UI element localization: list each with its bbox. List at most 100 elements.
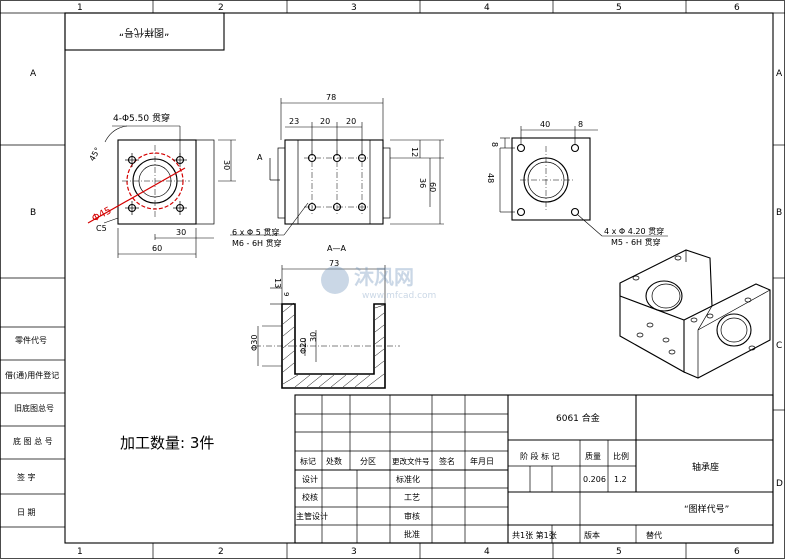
zone-top-5: 5	[616, 3, 622, 13]
role-check: 校核	[302, 492, 318, 502]
version-label: 版本	[584, 530, 600, 540]
section-dim-30: 30	[309, 332, 318, 342]
left-zone-strip: A B	[0, 69, 65, 279]
right-dim-48: 48	[486, 173, 495, 183]
left-record-strip: 零件代号 借(通)用件登记 旧底图总号 底 图 总 号 签 字 日 期	[0, 326, 65, 528]
stage-mark-header: 阶 段 标 记	[520, 451, 560, 461]
side-dim-23: 23	[289, 117, 299, 126]
zone-top-2: 2	[218, 3, 224, 13]
right-dim-8b: 8	[490, 142, 499, 147]
zone-bottom-2: 2	[218, 547, 224, 557]
rev-header-count: 处数	[326, 456, 342, 466]
strip-old-master-no: 旧底图总号	[14, 403, 54, 413]
right-hole-callout-1: 4 x Φ 4.20 贯穿	[604, 226, 664, 236]
strip-part-code: 零件代号	[15, 335, 47, 345]
front-dim-30-bottom: 30	[176, 228, 186, 237]
std-approve: 批准	[404, 529, 420, 539]
section-dim-73: 73	[329, 259, 339, 268]
right-view: 40 8 8 48 4 x Φ 4.20 贯穿 M5 - 6H 贯穿	[486, 120, 668, 247]
section-dim-9: 9	[282, 292, 290, 296]
section-title: A—A	[327, 244, 346, 253]
zone-right-d: D	[776, 479, 783, 489]
drawing-code-text: “图样代号”	[119, 26, 169, 39]
title-block: 标记 处数 分区 更改文件号 签名 年月日 设计 校核 主管设计 标准化 工艺 …	[294, 394, 774, 544]
right-dim-40: 40	[540, 120, 550, 129]
watermark: 沐风网 www.mfcad.com	[321, 265, 436, 301]
section-dim-13: 13	[273, 278, 282, 288]
top-zone-strip: 1 2 3 4 5 6	[0, 0, 785, 14]
role-chief-design: 主管设计	[296, 511, 328, 521]
zone-right-a: A	[776, 69, 783, 79]
strip-borrowed-register: 借(通)用件登记	[5, 370, 59, 380]
right-dim-8a: 8	[578, 120, 583, 129]
replace-label: 替代	[646, 530, 662, 540]
isometric-view	[619, 249, 771, 379]
part-name: 轴承座	[692, 461, 719, 473]
section-view-aa: A—A 73 13 9 Φ30 30 Φ20	[250, 244, 400, 389]
front-dim-60: 60	[152, 244, 162, 253]
rev-header-doc: 更改文件号	[392, 456, 430, 466]
bottom-zone-strip: 1 2 3 4 5 6	[77, 543, 740, 559]
side-dim-60: 60	[428, 182, 437, 192]
zone-top-1: 1	[77, 3, 83, 13]
side-dim-12: 12	[410, 147, 419, 157]
watermark-logo-icon	[321, 266, 349, 294]
right-zone-strip: A B C D	[773, 69, 785, 489]
strip-master-no: 底 图 总 号	[13, 436, 53, 446]
watermark-url: www.mfcad.com	[362, 291, 436, 301]
zone-bottom-6: 6	[734, 547, 740, 557]
side-dim-78: 78	[326, 93, 336, 102]
side-view: 78 23 20 20 12 36 60 A 6 x Φ 5 贯穿 M6 - 6…	[230, 93, 444, 248]
side-hole-callout-2: M6 - 6H 贯穿	[232, 238, 282, 248]
material-label: 6061 合金	[556, 412, 600, 424]
rev-header-date: 年月日	[470, 456, 494, 466]
zone-left-a: A	[30, 69, 37, 79]
watermark-brand: 沐风网	[354, 265, 414, 289]
std-review: 审核	[404, 511, 420, 521]
std-process: 工艺	[404, 493, 420, 502]
zone-bottom-3: 3	[351, 547, 357, 557]
section-dim-phi30: Φ30	[250, 335, 259, 351]
zone-bottom-5: 5	[616, 547, 622, 557]
mass-header: 质量	[585, 451, 601, 461]
front-dim-30-right: 30	[222, 160, 231, 170]
zone-left-b: B	[30, 208, 36, 218]
zone-top-6: 6	[734, 3, 740, 13]
front-phi45-label: Φ45	[90, 205, 113, 224]
zone-right-b: B	[776, 208, 782, 218]
side-dim-36: 36	[418, 178, 427, 188]
rev-header-zone: 分区	[360, 457, 376, 466]
std-standardization: 标准化	[396, 474, 420, 484]
zone-top-4: 4	[484, 3, 490, 13]
side-dim-20b: 20	[346, 117, 356, 126]
side-hole-callout-1: 6 x Φ 5 贯穿	[232, 227, 279, 237]
right-view-outline	[511, 137, 591, 221]
rev-header-sign: 签名	[439, 456, 455, 466]
front-hole-callout: 4-Φ5.50 贯穿	[113, 112, 170, 124]
scale-header: 比例	[613, 451, 629, 461]
front-angle-label: 45°	[88, 146, 103, 163]
front-view: 4-Φ5.50 贯穿 45° Φ45 C5 30 60 30	[88, 112, 236, 258]
strip-date: 日 期	[17, 508, 36, 517]
drawing-code-title: “图样代号”	[684, 503, 729, 515]
rev-header-mark: 标记	[300, 456, 316, 466]
drawing-code-box: “图样代号”	[64, 12, 225, 51]
mass-value: 0.206	[583, 475, 606, 484]
front-chamfer-label: C5	[96, 224, 107, 233]
side-dim-20a: 20	[320, 117, 330, 126]
right-hole-callout-2: M5 - 6H 贯穿	[611, 237, 661, 247]
role-design: 设计	[302, 474, 318, 484]
zone-bottom-1: 1	[77, 547, 83, 557]
section-dim-phi20: Φ20	[299, 338, 308, 354]
zone-right-c: C	[776, 341, 782, 351]
strip-signature: 签 字	[17, 472, 36, 482]
sheet-count: 共1张 第1张	[512, 530, 557, 540]
quantity-note: 加工数量: 3件	[120, 434, 214, 452]
zone-top-3: 3	[351, 3, 357, 13]
scale-value: 1.2	[614, 475, 627, 484]
section-hatching	[282, 302, 385, 388]
zone-bottom-4: 4	[484, 547, 490, 557]
side-view-outline	[284, 139, 384, 225]
side-section-arrow-a: A	[257, 153, 263, 162]
